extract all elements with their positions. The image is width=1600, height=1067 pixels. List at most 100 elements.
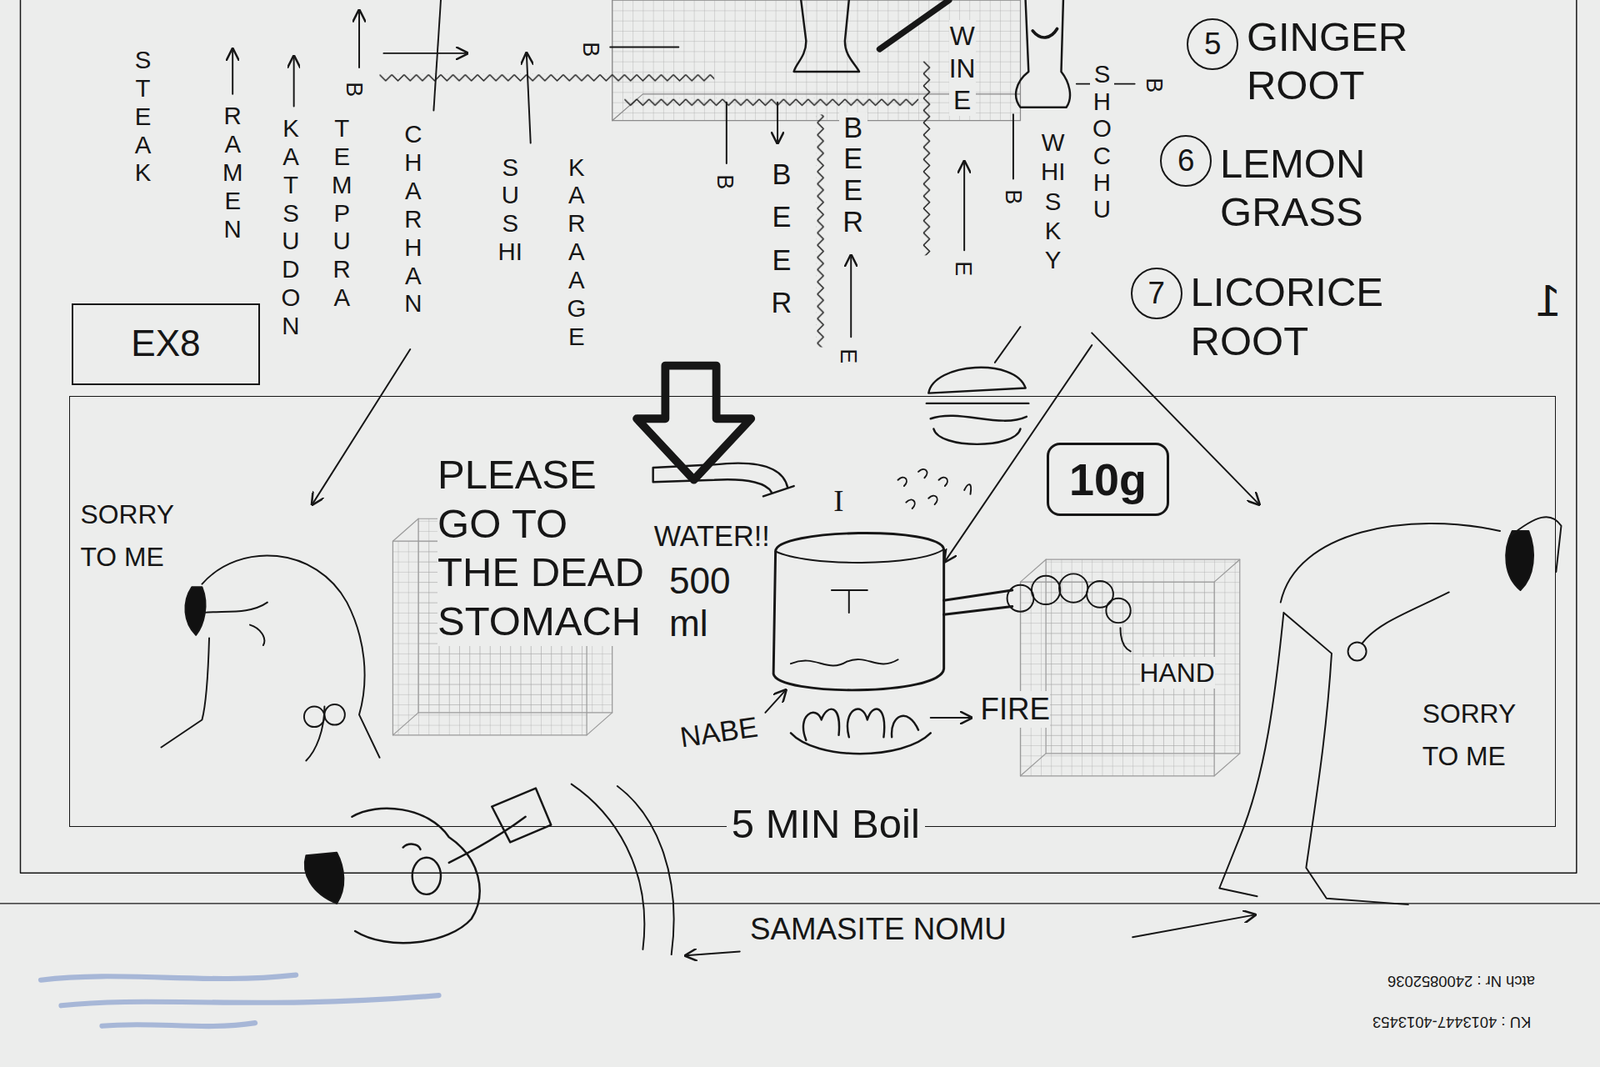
faucet (653, 463, 795, 497)
herb-name: LEMON GRASS (1220, 139, 1455, 238)
callout-circle: 5GINGER ROOT (1186, 18, 1239, 70)
hand-label: HAND (1140, 656, 1215, 689)
food-label: KATSUDON (278, 114, 303, 340)
zigzag-wire (816, 114, 825, 347)
herb-name: GINGER ROOT (1246, 12, 1482, 111)
arrow (358, 10, 360, 68)
cut-line (0, 902, 1600, 904)
bottle (794, 0, 860, 72)
marker-letter: E (950, 260, 977, 276)
instruction-note: SAMASITE NOMU (750, 910, 1007, 948)
hand (1348, 641, 1367, 660)
arrow (963, 161, 965, 251)
food-label: TEMPURA (330, 114, 355, 312)
callout-number: 6 (1160, 135, 1212, 187)
cup (449, 788, 551, 863)
pot-detail (775, 549, 945, 666)
scene-panel: SORRY TO ME PLEASE GO TO THE DEAD STOMACH… (69, 395, 1556, 827)
food-label: STEAK (130, 45, 155, 187)
volume-label: 500 ml (669, 560, 751, 645)
arrow (850, 255, 852, 337)
leader-line (1012, 114, 1015, 179)
food-label: RAMEN (220, 101, 245, 243)
burger (926, 367, 1029, 445)
page-number: 1 (1535, 273, 1561, 328)
hair (1505, 530, 1534, 590)
drinking-face (351, 808, 480, 943)
bottle (1015, 0, 1070, 108)
water-label: WATER!! (654, 519, 770, 554)
print-code: KU : 4013447-4013453 (1372, 1012, 1531, 1031)
label-box: EX8 (71, 303, 261, 385)
hand (1059, 573, 1088, 602)
print-code: atch Nr : 2400852036 (1387, 971, 1535, 990)
open-mouth (412, 857, 441, 895)
arrow (685, 950, 740, 955)
grid-cube-edge (1020, 559, 1240, 776)
hand (1007, 585, 1035, 612)
arrow (231, 49, 234, 95)
callout-circle: 7LICORICE ROOT (1130, 267, 1183, 320)
hand (1031, 575, 1060, 605)
step-note: 5 MIN Boil (726, 799, 925, 849)
arrow (383, 52, 467, 55)
ink-smudge (40, 975, 440, 1027)
nabe-label: NABE (678, 710, 760, 755)
leader-line (995, 326, 1021, 363)
arrow (312, 349, 411, 505)
amount-tag: 10g (1046, 442, 1170, 516)
zigzag-wire (380, 73, 715, 82)
marker-letter: B (1000, 190, 1027, 205)
food-label: SUSHI (498, 153, 523, 266)
drink-label: WHISKY (1040, 127, 1065, 275)
callout-number: 5 (1186, 18, 1239, 70)
leader-line (610, 46, 679, 49)
leader-line (433, 0, 441, 110)
marker-letter: E (835, 349, 862, 365)
food-label: CHARHAN (400, 120, 425, 318)
hair (185, 586, 205, 635)
water-drops (898, 469, 972, 509)
fire-label: FIRE (980, 690, 1050, 728)
drink-label: SHOCHU (1090, 60, 1115, 223)
marker-letter: B (340, 81, 368, 97)
crawling-figure (201, 555, 380, 757)
motion-arc (571, 784, 675, 955)
arrow (293, 56, 295, 107)
fire (790, 709, 931, 755)
arrow (526, 53, 531, 144)
nabe-pot (773, 532, 944, 690)
arrow (765, 690, 785, 713)
grid-cage (612, 0, 1021, 120)
arrow (930, 716, 972, 719)
sorry-note: SORRY TO ME (1422, 692, 1540, 778)
herb-name: LICORICE ROOT (1190, 267, 1456, 366)
sorry-note: SORRY TO ME (80, 493, 188, 579)
crawling-figure (160, 602, 325, 761)
amount-label: 10g (1069, 452, 1147, 507)
instruction-text: PLEASE GO TO THE DEAD STOMACH (437, 450, 647, 646)
drink-label: BEER (839, 112, 868, 239)
arrow (1132, 914, 1255, 937)
hand (304, 706, 325, 727)
stick (880, 0, 950, 50)
hand (1105, 598, 1130, 623)
callout-circle: 6LEMON GRASS (1160, 135, 1212, 187)
box-label: EX8 (130, 321, 200, 366)
leader-line (725, 102, 728, 164)
marker-letter: B (711, 174, 739, 190)
frame-line (20, 0, 1576, 873)
bending-figure (1219, 516, 1561, 905)
pot-handle (944, 590, 1013, 615)
food-label: KARAAGE (564, 153, 589, 351)
marker-letter: I (833, 482, 844, 520)
bottle-shade (1032, 28, 1057, 37)
arrow (776, 102, 779, 144)
leader-line (1120, 627, 1130, 651)
drink-label: WINE (949, 20, 976, 115)
marker-letter: B (577, 41, 605, 57)
callout-number: 7 (1130, 267, 1183, 320)
grid-cube (1020, 581, 1215, 776)
